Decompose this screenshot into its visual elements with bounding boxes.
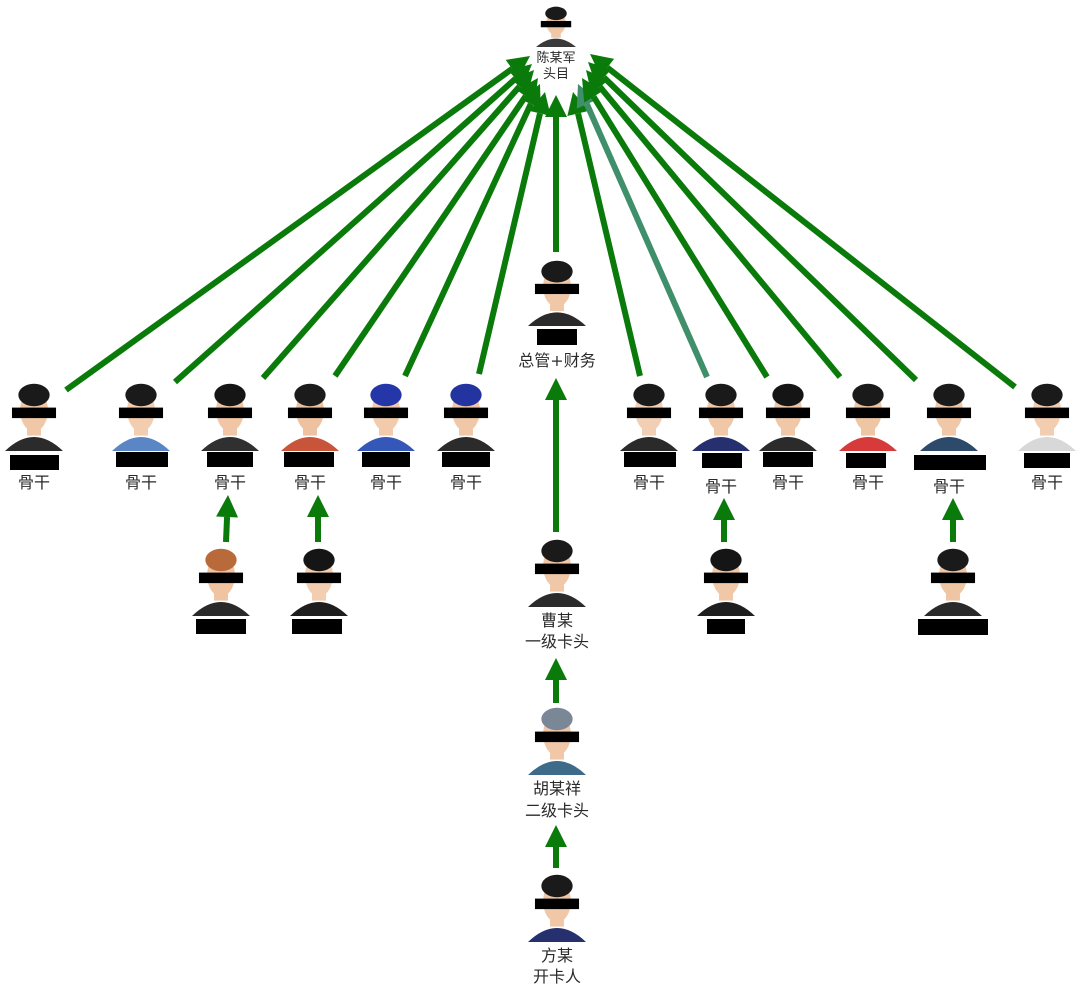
arrow-member-to-boss — [402, 84, 541, 378]
member-name-redaction — [702, 453, 742, 468]
sub-member-name-redaction — [918, 619, 988, 635]
arrow-sub-to-member — [307, 495, 329, 542]
eye-redaction-bar — [207, 407, 253, 419]
member-name-redaction — [10, 455, 59, 470]
arrows — [64, 54, 1017, 868]
member-name-redaction — [914, 455, 986, 470]
member-photo — [920, 381, 978, 451]
member-name-redaction — [1024, 453, 1070, 468]
eye-redaction-bar — [534, 563, 580, 575]
arrow-fang-to-hu — [545, 825, 567, 868]
manager-name-redaction — [537, 329, 577, 345]
chain-name: 曹某 — [540, 611, 574, 630]
chain-name: 胡某祥 — [532, 779, 582, 798]
eye-redaction-bar — [534, 283, 580, 295]
eye-redaction-bar — [296, 572, 342, 584]
member-name-redaction — [284, 452, 334, 467]
eye-redaction-bar — [363, 407, 409, 419]
arrow-member-to-boss — [64, 56, 530, 393]
member-photo — [759, 381, 817, 451]
sub-member-photo — [290, 546, 348, 616]
eye-redaction-bar — [534, 731, 580, 743]
member-role: 骨干 — [771, 473, 805, 492]
boss-role: 头目 — [542, 67, 570, 82]
arrow-sub-to-member — [942, 498, 964, 542]
sub-member-photo — [697, 546, 755, 616]
member-role: 骨干 — [124, 473, 158, 492]
arrow-manager-to-boss — [545, 95, 567, 252]
member-photo — [1018, 381, 1076, 451]
eye-redaction-bar — [198, 572, 244, 584]
eye-redaction-bar — [287, 407, 333, 419]
member-name-redaction — [116, 452, 168, 467]
boss-photo — [536, 5, 576, 47]
eye-redaction-bar — [926, 407, 972, 419]
eye-redaction-bar — [534, 898, 580, 910]
arrow-sub-to-member — [216, 495, 239, 543]
member-photo — [5, 381, 63, 451]
arrow-member-to-boss — [590, 54, 1017, 390]
member-photo — [357, 381, 415, 451]
member-name-redaction — [362, 452, 410, 467]
chain-role: 开卡人 — [532, 967, 582, 986]
member-role: 骨干 — [632, 473, 666, 492]
member-name-redaction — [207, 452, 253, 467]
member-role: 骨干 — [293, 473, 327, 492]
manager-photo — [528, 258, 586, 326]
member-role: 骨干 — [17, 473, 51, 492]
arrow-sub-to-member — [713, 498, 735, 542]
eye-redaction-bar — [11, 407, 57, 419]
member-role: 骨干 — [704, 477, 738, 496]
chain-role: 一级卡头 — [524, 632, 590, 651]
member-photo — [692, 381, 750, 451]
sub-member-name-redaction — [292, 619, 342, 634]
member-photo — [201, 381, 259, 451]
member-role: 骨干 — [1030, 473, 1064, 492]
member-role: 骨干 — [851, 473, 885, 492]
photos — [5, 5, 1076, 942]
eye-redaction-bar — [765, 407, 811, 419]
arrow-hu-to-cao — [545, 658, 567, 703]
chain-photo — [528, 537, 586, 607]
arrow-cao-to-manager — [545, 378, 567, 532]
chain-photo — [528, 872, 586, 942]
eye-redaction-bar — [118, 407, 164, 419]
chain-name: 方某 — [540, 946, 574, 965]
member-role: 骨干 — [449, 473, 483, 492]
member-name-redaction — [763, 452, 813, 467]
member-photo — [281, 381, 339, 451]
eye-redaction-bar — [703, 572, 749, 584]
sub-member-name-redaction — [196, 619, 246, 634]
sub-member-photo — [192, 546, 250, 616]
member-photo — [839, 381, 897, 451]
sub-member-photo — [924, 546, 982, 616]
eye-redaction-bar — [698, 407, 744, 419]
arrow-member-to-boss — [476, 92, 551, 375]
arrow-member-to-boss — [173, 64, 532, 385]
eye-redaction-bar — [930, 572, 976, 584]
eye-redaction-bar — [1024, 407, 1070, 419]
member-role: 骨干 — [213, 473, 247, 492]
arrow-member-to-boss — [567, 92, 643, 377]
member-photo — [112, 381, 170, 451]
member-role: 骨干 — [932, 477, 966, 496]
chain-photo — [528, 705, 586, 775]
manager-role: 总管+财务 — [518, 351, 596, 370]
eye-redaction-bar — [540, 20, 572, 28]
eye-redaction-bar — [845, 407, 891, 419]
boss-name: 陈某军 — [536, 51, 576, 66]
member-photo — [437, 381, 495, 451]
eye-redaction-bar — [626, 407, 672, 419]
member-name-redaction — [846, 453, 886, 468]
member-name-redaction — [624, 452, 676, 467]
chain-role: 二级卡头 — [524, 801, 590, 820]
member-name-redaction — [442, 452, 490, 467]
eye-redaction-bar — [443, 407, 489, 419]
arrow-member-to-boss — [260, 70, 534, 380]
sub-member-name-redaction — [707, 619, 745, 634]
member-photo — [620, 381, 678, 451]
member-role: 骨干 — [369, 473, 403, 492]
